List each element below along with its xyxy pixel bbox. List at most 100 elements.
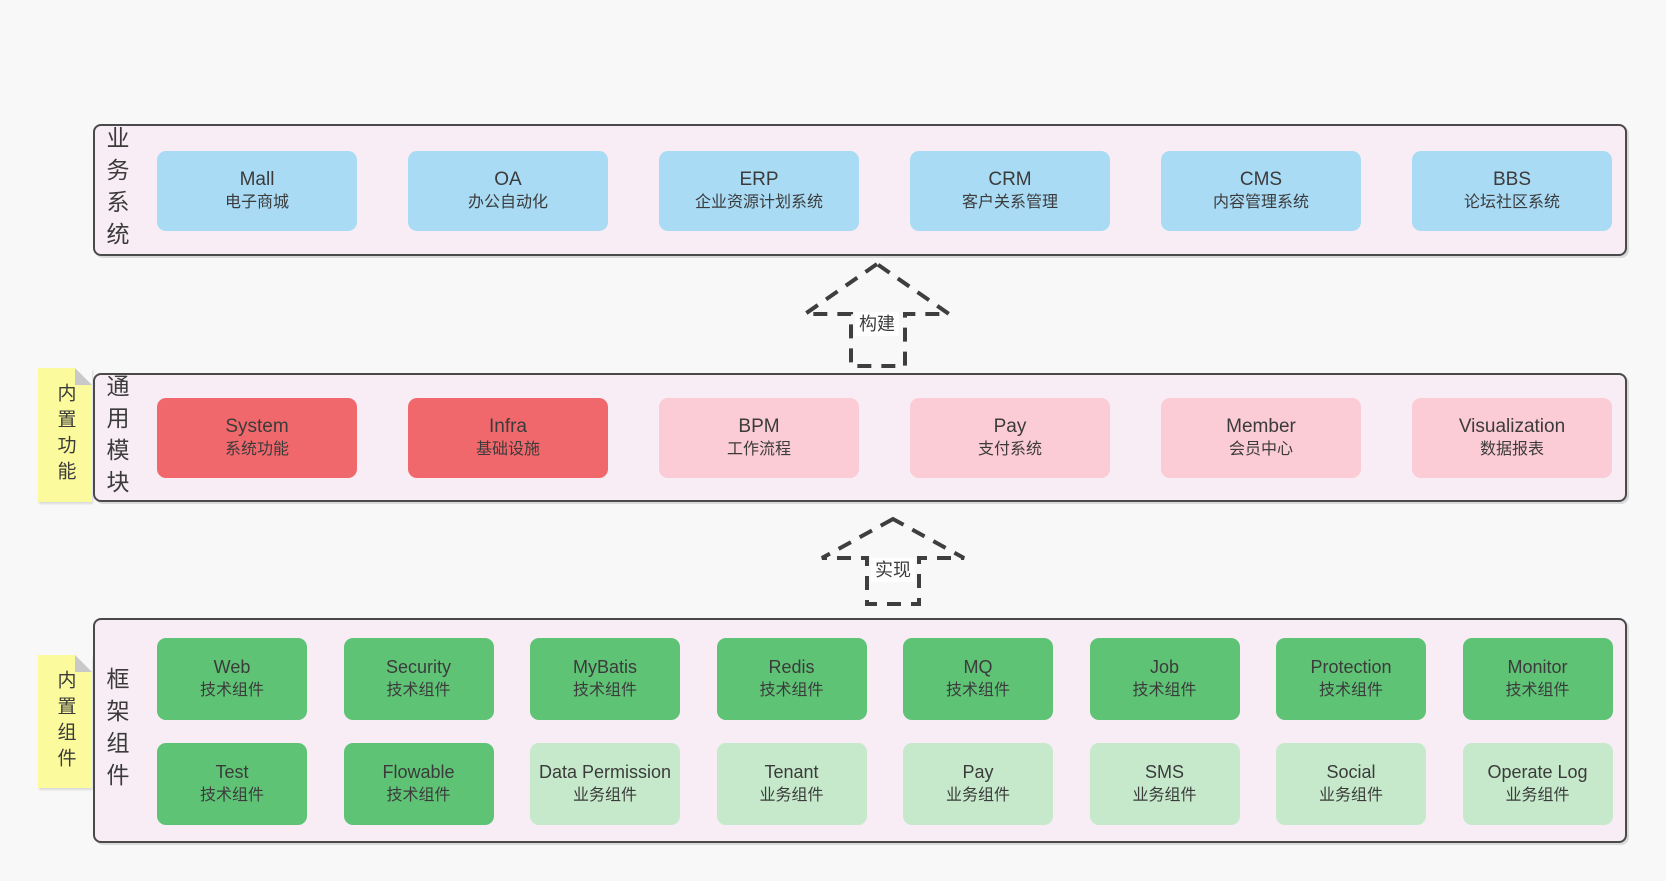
sticky-note-label: 内置组件 [54, 669, 76, 774]
box-tenant: Tenant 业务组件 [716, 743, 867, 825]
component-name: Job [1149, 656, 1180, 677]
component-description: 会员中心 [1228, 441, 1293, 459]
component-name: Visualization [1458, 416, 1566, 438]
box-mybatis: MyBatis 技术组件 [530, 638, 680, 720]
build-arrow-label: 构建 [797, 312, 957, 337]
implement-arrow: 实现 [813, 514, 973, 610]
band-framework-components: 框架组件 Web 技术组件 Security 技术组件 MyBatis 技术组件… [93, 618, 1627, 843]
component-description: 技术组件 [1505, 681, 1570, 699]
component-description: 技术组件 [199, 681, 264, 699]
sticky-note-built-in-components: 内置组件 [38, 655, 92, 788]
band-business-systems: 业务系统 Mall 电子商城 OA 办公自动化 ERP 企业资源计划系统 CRM… [93, 124, 1627, 256]
box-job: Job 技术组件 [1089, 638, 1240, 720]
box-visualization: Visualization 数据报表 [1412, 398, 1612, 478]
component-description: 办公自动化 [467, 194, 548, 212]
component-name: Protection [1310, 656, 1392, 677]
box-mall: Mall 电子商城 [157, 151, 357, 231]
box-member: Member 会员中心 [1161, 398, 1361, 478]
box-erp: ERP 企业资源计划系统 [659, 151, 859, 231]
component-description: 论坛社区系统 [1463, 194, 1560, 212]
component-name: OA [494, 169, 522, 191]
band-business-systems-label: 业务系统 [103, 126, 129, 254]
component-description: 电子商城 [224, 194, 289, 212]
component-description: 技术组件 [1318, 681, 1383, 699]
component-name: Operate Log [1487, 761, 1588, 782]
component-description: 业务组件 [572, 786, 637, 804]
component-name: Web [213, 656, 251, 677]
box-social: Social 业务组件 [1276, 743, 1426, 825]
component-description: 支付系统 [977, 441, 1042, 459]
component-description: 业务组件 [1505, 786, 1570, 804]
sticky-note-label: 内置功能 [54, 383, 76, 487]
component-description: 数据报表 [1479, 441, 1544, 459]
box-redis: Redis 技术组件 [716, 638, 867, 720]
box-web: Web 技术组件 [157, 638, 307, 720]
component-description: 业务组件 [1132, 786, 1197, 804]
framework-components-row-1: Web 技术组件 Security 技术组件 MyBatis 技术组件 Redi… [157, 638, 1613, 720]
common-modules-boxes: System 系统功能 Infra 基础设施 BPM 工作流程 Pay 支付系统… [157, 398, 1612, 478]
box-test: Test 技术组件 [157, 743, 307, 825]
component-name: CMS [1239, 169, 1283, 191]
component-name: ERP [739, 169, 779, 191]
box-pay: Pay 支付系统 [910, 398, 1110, 478]
box-security: Security 技术组件 [343, 638, 494, 720]
business-systems-boxes: Mall 电子商城 OA 办公自动化 ERP 企业资源计划系统 CRM 客户关系… [157, 151, 1612, 231]
component-description: 内容管理系统 [1212, 194, 1309, 212]
component-description: 技术组件 [386, 786, 451, 804]
framework-components-row-2: Test 技术组件 Flowable 技术组件 Data Permission … [157, 743, 1613, 825]
box-protection: Protection 技术组件 [1276, 638, 1426, 720]
box-system: System 系统功能 [157, 398, 357, 478]
component-name: MyBatis [572, 656, 637, 677]
implement-arrow-label: 实现 [813, 558, 973, 583]
component-name: Redis [768, 656, 815, 677]
box-bpm: BPM 工作流程 [659, 398, 859, 478]
sticky-note-built-in-features: 内置功能 [38, 368, 92, 502]
component-name: Infra [488, 416, 528, 438]
component-description: 业务组件 [759, 786, 824, 804]
band-common-modules-label: 通用模块 [103, 373, 129, 502]
component-description: 技术组件 [199, 786, 264, 804]
component-description: 技术组件 [945, 681, 1010, 699]
box-oa: OA 办公自动化 [408, 151, 608, 231]
box-monitor: Monitor 技术组件 [1462, 638, 1613, 720]
component-description: 基础设施 [475, 441, 540, 459]
component-name: Data Permission [538, 761, 672, 782]
component-name: Monitor [1507, 656, 1568, 677]
box-cms: CMS 内容管理系统 [1161, 151, 1361, 231]
component-name: Pay [993, 416, 1027, 438]
component-name: Mall [239, 169, 275, 191]
component-description: 工作流程 [726, 441, 791, 459]
box-infra: Infra 基础设施 [408, 398, 608, 478]
component-description: 客户关系管理 [961, 194, 1058, 212]
box-crm: CRM 客户关系管理 [910, 151, 1110, 231]
component-name: CRM [988, 169, 1032, 191]
component-description: 技术组件 [1132, 681, 1197, 699]
component-description: 业务组件 [945, 786, 1010, 804]
box-operate-log: Operate Log 业务组件 [1462, 743, 1613, 825]
component-description: 系统功能 [224, 441, 289, 459]
build-arrow: 构建 [797, 258, 957, 372]
box-mq: MQ 技术组件 [903, 638, 1053, 720]
component-name: Tenant [764, 761, 819, 782]
sticky-fold-corner-icon [75, 368, 92, 385]
component-description: 企业资源计划系统 [694, 194, 823, 212]
component-name: Member [1226, 416, 1296, 438]
component-name: Pay [962, 761, 994, 782]
component-description: 业务组件 [1318, 786, 1383, 804]
box-data-permission: Data Permission 业务组件 [530, 743, 680, 825]
band-framework-components-label: 框架组件 [103, 666, 129, 795]
component-description: 技术组件 [759, 681, 824, 699]
component-name: BPM [738, 416, 780, 438]
component-name: Social [1326, 761, 1376, 782]
component-name: Security [385, 656, 452, 677]
component-name: Test [215, 761, 249, 782]
box-pay: Pay 业务组件 [903, 743, 1053, 825]
band-common-modules: 通用模块 System 系统功能 Infra 基础设施 BPM 工作流程 Pay… [93, 373, 1627, 502]
box-flowable: Flowable 技术组件 [343, 743, 494, 825]
sticky-fold-corner-icon [75, 655, 92, 672]
component-description: 技术组件 [572, 681, 637, 699]
box-sms: SMS 业务组件 [1089, 743, 1240, 825]
component-description: 技术组件 [386, 681, 451, 699]
component-name: System [225, 416, 289, 438]
